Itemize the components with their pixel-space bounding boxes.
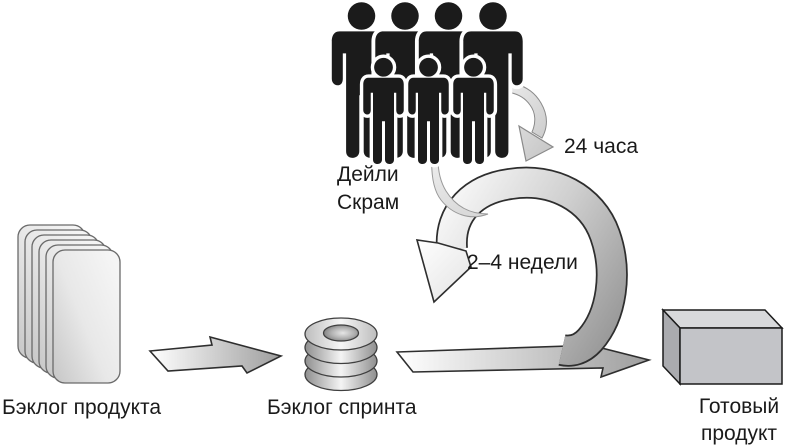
- finished-product-label-line1: Готовый: [699, 395, 779, 418]
- daily-scrum-label-line1: Дейли: [337, 163, 399, 186]
- arrow-product-to-sprint: [148, 335, 284, 375]
- product-backlog-card-stack-icon: [17, 224, 121, 384]
- sprint-duration-label: 2–4 недели: [467, 251, 578, 274]
- hours-24-label: 24 часа: [564, 135, 638, 158]
- sprint-loop-arrowhead: [415, 239, 472, 304]
- daily-cycle-arrow: [477, 81, 555, 162]
- finished-product-label-line2: продукт: [701, 422, 777, 445]
- arrow-sprint-to-product: [395, 337, 652, 379]
- sprint-loop-arrow: [415, 166, 628, 367]
- team-front-row: [363, 58, 494, 164]
- sprint-backlog-disk-stack-icon: [304, 317, 378, 392]
- daily-scrum-label-line2: Скрам: [337, 191, 399, 214]
- finished-product-box-icon: [661, 308, 784, 386]
- product-backlog-label: Бэклог продукта: [2, 396, 161, 419]
- daily-cycle-arrowhead: [518, 124, 555, 162]
- scrum-team-icon: [332, 2, 523, 164]
- sprint-backlog-label: Бэклог спринта: [267, 396, 417, 419]
